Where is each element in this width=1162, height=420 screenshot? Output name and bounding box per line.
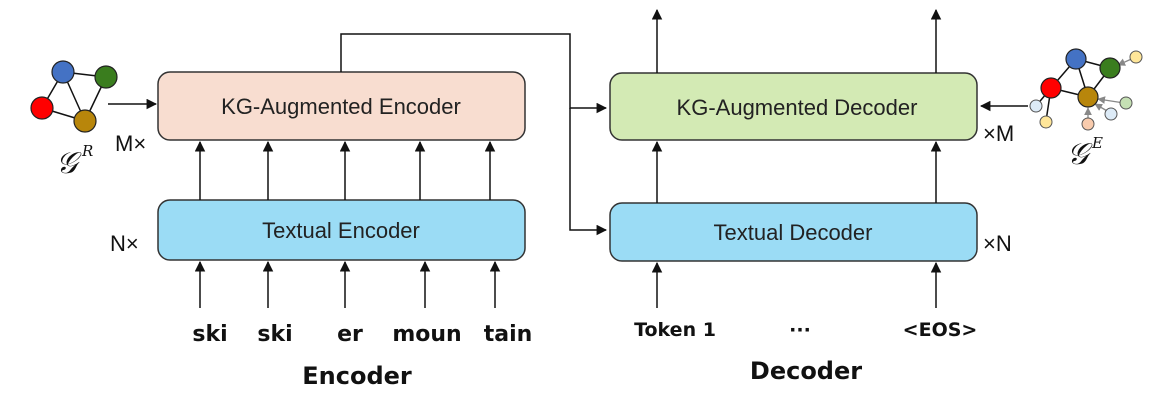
decoder-output-arrows <box>651 8 942 73</box>
encoder-to-decoder-connectors <box>340 33 608 236</box>
graph-node <box>1029 99 1043 113</box>
decoder-inner-arrows <box>651 140 942 203</box>
encoder-token: tain <box>484 322 533 347</box>
decoder-input-arrows <box>651 261 942 308</box>
graph-node <box>1119 96 1133 110</box>
graph-node <box>1039 115 1053 129</box>
decoder-graph-superscript: E <box>1091 134 1103 152</box>
decoder-knowledge-graph <box>1029 48 1143 131</box>
decoder-graph-label: 𝒢 <box>1067 137 1093 172</box>
kg-augmented-decoder-label: KG-Augmented Decoder <box>677 95 918 120</box>
textual-encoder-box <box>157 199 526 261</box>
graph-node <box>94 65 118 89</box>
encoder-inner-arrows <box>194 140 496 200</box>
encoder-caption: Encoder <box>302 362 412 390</box>
graph-node <box>1099 57 1121 79</box>
graph-node <box>1065 48 1087 70</box>
graph-node <box>51 60 75 84</box>
encoder-token: ski <box>192 322 227 347</box>
textual-decoder-box <box>609 202 978 262</box>
encoder-graph-superscript: R <box>81 142 93 160</box>
decoder-token: ··· <box>789 319 811 341</box>
textual-decoder-label: Textual Decoder <box>714 220 873 245</box>
decoder-kg-multiplier: ×M <box>983 121 1014 146</box>
graph-node <box>1104 107 1118 121</box>
graph-node <box>1081 117 1095 131</box>
textual-encoder-label: Textual Encoder <box>262 218 420 243</box>
kg-augmented-decoder-box <box>609 72 978 141</box>
decoder-token: Token 1 <box>634 319 716 341</box>
kg-augmented-encoder-label: KG-Augmented Encoder <box>221 94 461 119</box>
encoder-token: ski <box>257 322 292 347</box>
encoder-token: moun <box>392 322 461 347</box>
graph-node <box>1040 77 1062 99</box>
encoder-knowledge-graph <box>30 60 118 133</box>
encoder-kg-multiplier: M× <box>115 131 146 156</box>
encoder-graph-label: 𝒢 <box>56 146 82 181</box>
encoder-textual-multiplier: N× <box>110 231 139 256</box>
graph-node <box>73 109 97 133</box>
decoder-token: <EOS> <box>903 319 978 341</box>
decoder-caption: Decoder <box>750 357 862 385</box>
graph-node <box>1077 86 1099 108</box>
decoder-textual-multiplier: ×N <box>983 231 1012 256</box>
encoder-input-arrows <box>194 260 501 308</box>
encoder-token: er <box>337 322 363 347</box>
graph-node <box>1129 50 1143 64</box>
graph-node <box>30 96 54 120</box>
